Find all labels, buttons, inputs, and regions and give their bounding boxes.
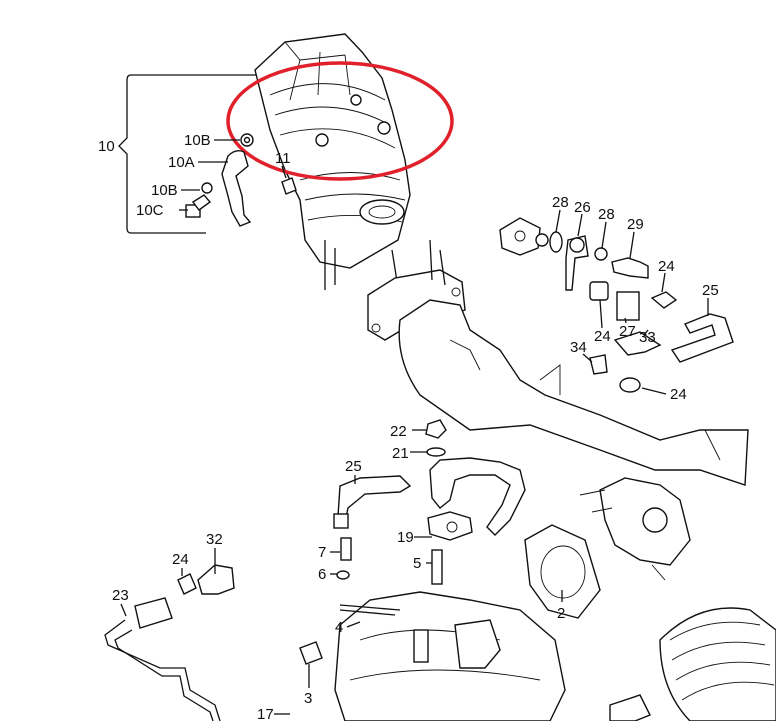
- callout-22: 22: [390, 423, 407, 440]
- callout-25-mid: 25: [345, 458, 362, 475]
- callout-24-a: 24: [658, 258, 675, 275]
- callout-10a: 10A: [168, 154, 195, 171]
- callout-28-right: 28: [598, 206, 615, 223]
- callout-26: 26: [574, 199, 591, 216]
- callout-33: 33: [639, 329, 656, 346]
- callout-labels: 10 10B 10A 10B 10C 11 28 26 28 29 24 25 …: [98, 132, 719, 721]
- callout-10b-top: 10B: [184, 132, 211, 149]
- callout-23: 23: [112, 587, 129, 604]
- callout-17: 17: [257, 706, 274, 721]
- callout-25-right: 25: [702, 282, 719, 299]
- callout-32: 32: [206, 531, 223, 548]
- callout-2: 2: [557, 605, 565, 622]
- highlight-circle: [226, 61, 454, 181]
- callout-24-b: 24: [594, 328, 611, 345]
- callout-34: 34: [570, 339, 587, 356]
- callout-5: 5: [413, 555, 421, 572]
- callout-6: 6: [318, 566, 326, 583]
- callout-24-d: 24: [172, 551, 189, 568]
- group-10-bracket: [118, 74, 262, 234]
- callout-4: 4: [335, 619, 343, 636]
- callout-7: 7: [318, 544, 326, 561]
- callout-10c: 10C: [136, 202, 164, 219]
- callout-21: 21: [392, 445, 409, 462]
- right-fittings: [499, 217, 734, 581]
- oil-line-left: [104, 564, 235, 721]
- group-10-parts: [185, 133, 297, 227]
- intake-hoses: [609, 607, 776, 721]
- middle-pipe-group: [333, 419, 526, 585]
- heat-shield-part: [254, 33, 411, 301]
- callout-24-c: 24: [670, 386, 687, 403]
- callout-10b-bottom: 10B: [151, 182, 178, 199]
- gasket-part: [524, 524, 601, 619]
- callout-3: 3: [304, 690, 312, 707]
- leader-lines: [120, 139, 709, 715]
- callout-27: 27: [619, 323, 636, 340]
- callout-29: 29: [627, 216, 644, 233]
- callout-19: 19: [397, 529, 414, 546]
- turbocharger: [299, 591, 566, 721]
- callout-28-left: 28: [552, 194, 569, 211]
- exhaust-pipe: [367, 239, 749, 486]
- callout-11: 11: [275, 150, 291, 167]
- callout-10: 10: [98, 138, 115, 155]
